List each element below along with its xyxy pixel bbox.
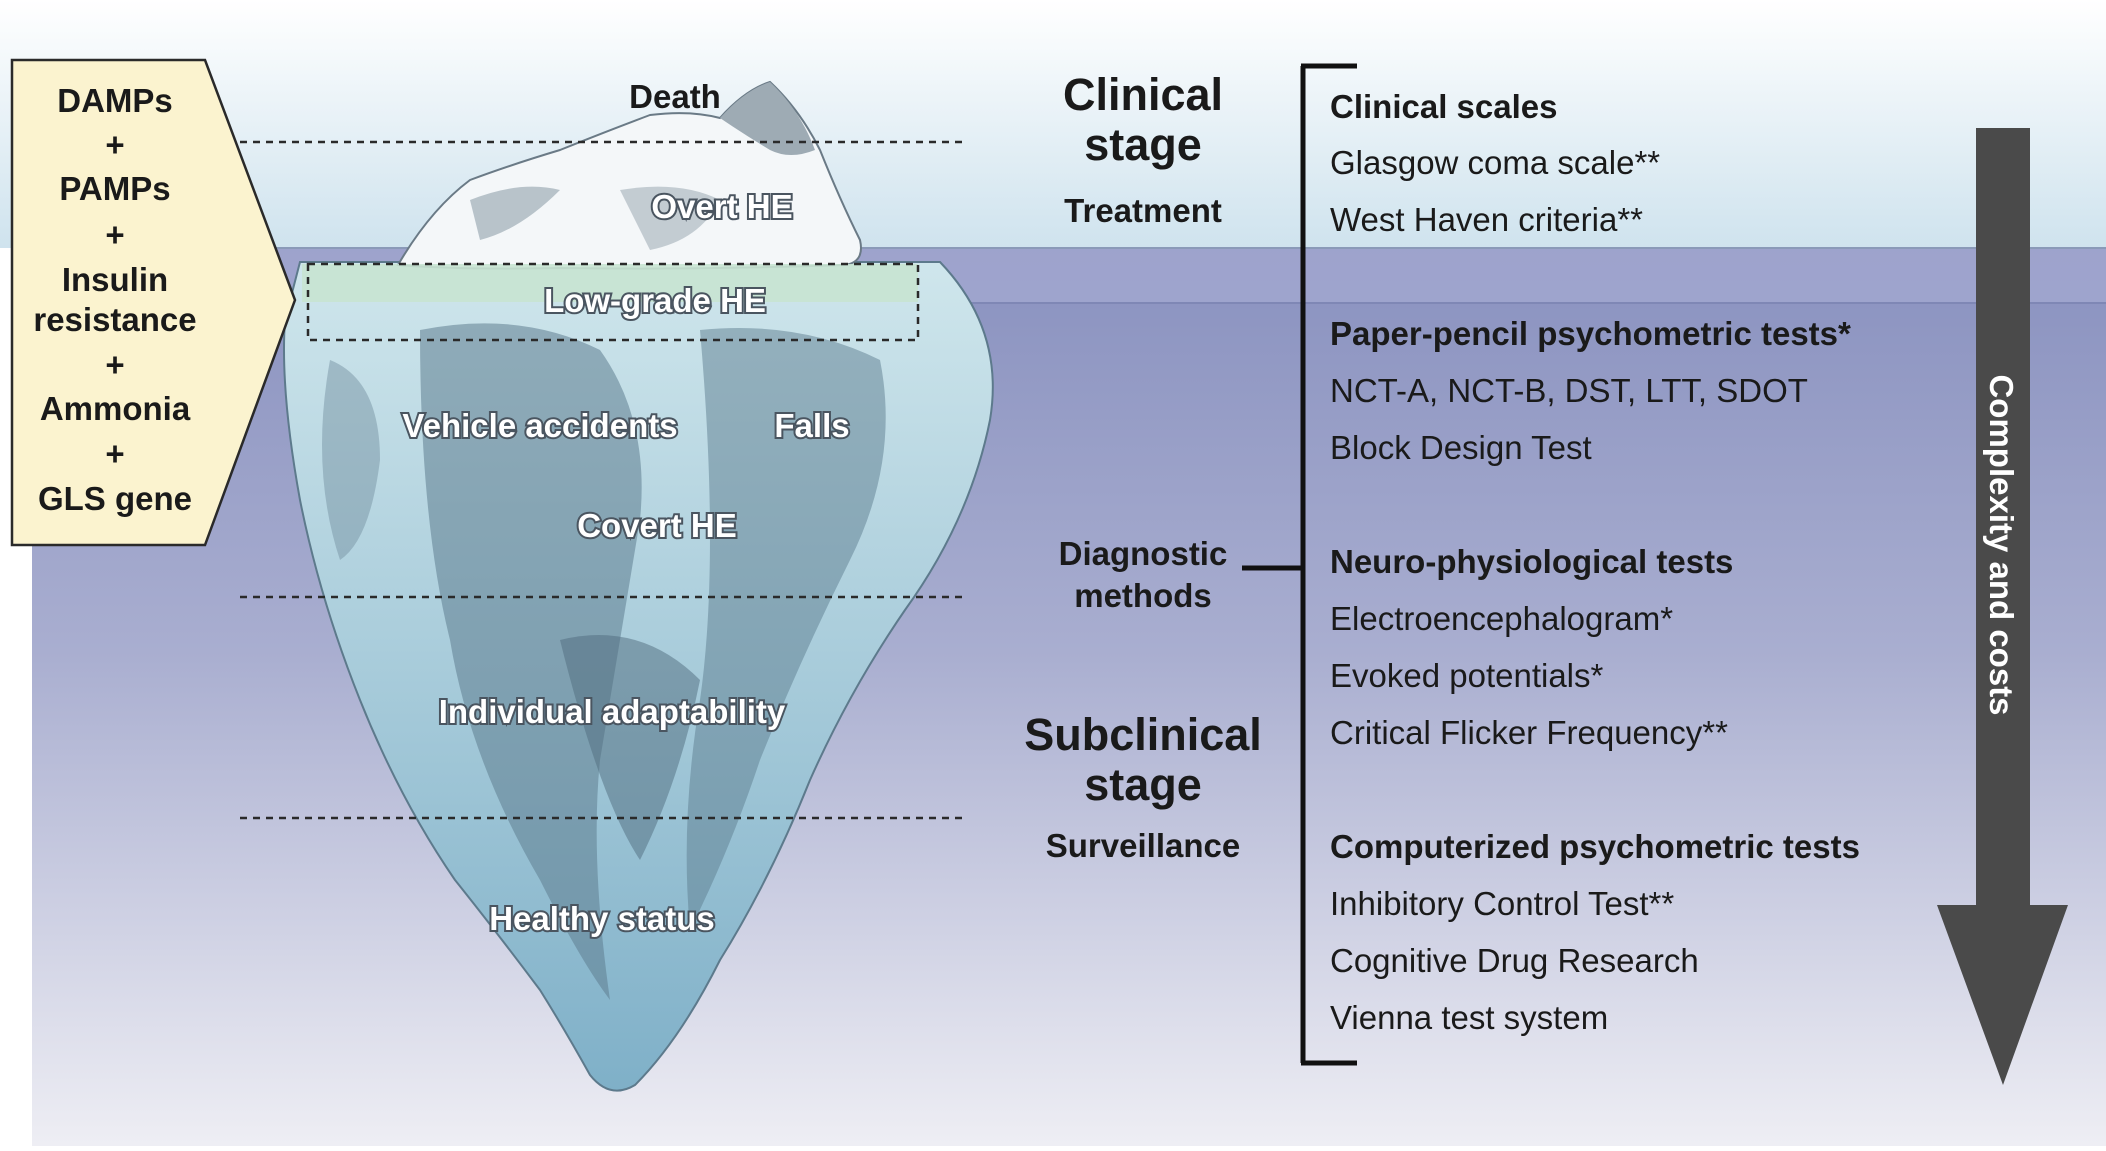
heading-paper-pencil: Paper-pencil psychometric tests* [1330, 315, 1851, 352]
risk-insulin: Insulin [62, 261, 168, 298]
item-cdr: Cognitive Drug Research [1330, 942, 1699, 979]
label-healthy-status: Healthy status [489, 900, 715, 937]
clinical-stage-line1: Clinical [1063, 69, 1223, 120]
risk-plus: + [105, 216, 124, 253]
heading-computerized: Computerized psychometric tests [1330, 828, 1860, 865]
complexity-arrow-label: Complexity and costs [1983, 374, 2020, 715]
label-overt-he: Overt HE [651, 188, 792, 225]
risk-ammonia: Ammonia [40, 390, 191, 427]
item-eeg: Electroencephalogram* [1330, 600, 1673, 637]
label-falls: Falls [774, 407, 849, 444]
item-evoked-potentials: Evoked potentials* [1330, 657, 1604, 694]
item-glasgow: Glasgow coma scale** [1330, 144, 1660, 181]
diagnostic-methods-line1: Diagnostic [1059, 535, 1228, 572]
risk-gls-gene: GLS gene [38, 480, 192, 517]
treatment-label: Treatment [1064, 192, 1222, 229]
label-death: Death [629, 78, 721, 115]
surveillance-label: Surveillance [1046, 827, 1240, 864]
subclinical-stage-line2: stage [1084, 759, 1202, 810]
risk-plus: + [105, 126, 124, 163]
label-covert-he: Covert HE [577, 507, 737, 544]
subclinical-stage-line1: Subclinical [1024, 709, 1262, 760]
item-vienna: Vienna test system [1330, 999, 1608, 1036]
risk-damps: DAMPs [57, 82, 173, 119]
item-block-design: Block Design Test [1330, 429, 1592, 466]
item-cff: Critical Flicker Frequency** [1330, 714, 1728, 751]
item-ict: Inhibitory Control Test** [1330, 885, 1674, 922]
label-low-grade-he: Low-grade HE [544, 282, 766, 319]
heading-clinical-scales: Clinical scales [1330, 88, 1557, 125]
clinical-stage-line2: stage [1084, 119, 1202, 170]
risk-plus: + [105, 346, 124, 383]
diagnostic-methods-line2: methods [1074, 577, 1212, 614]
heading-neuro-physiological: Neuro-physiological tests [1330, 543, 1733, 580]
item-west-haven: West Haven criteria** [1330, 201, 1643, 238]
item-nct: NCT-A, NCT-B, DST, LTT, SDOT [1330, 372, 1808, 409]
label-individual-adaptability: Individual adaptability [439, 693, 786, 730]
risk-resistance: resistance [33, 301, 196, 338]
risk-plus: + [105, 435, 124, 472]
risk-pamps: PAMPs [59, 170, 170, 207]
sky-background [0, 0, 2106, 248]
label-vehicle-accidents: Vehicle accidents [402, 407, 677, 444]
